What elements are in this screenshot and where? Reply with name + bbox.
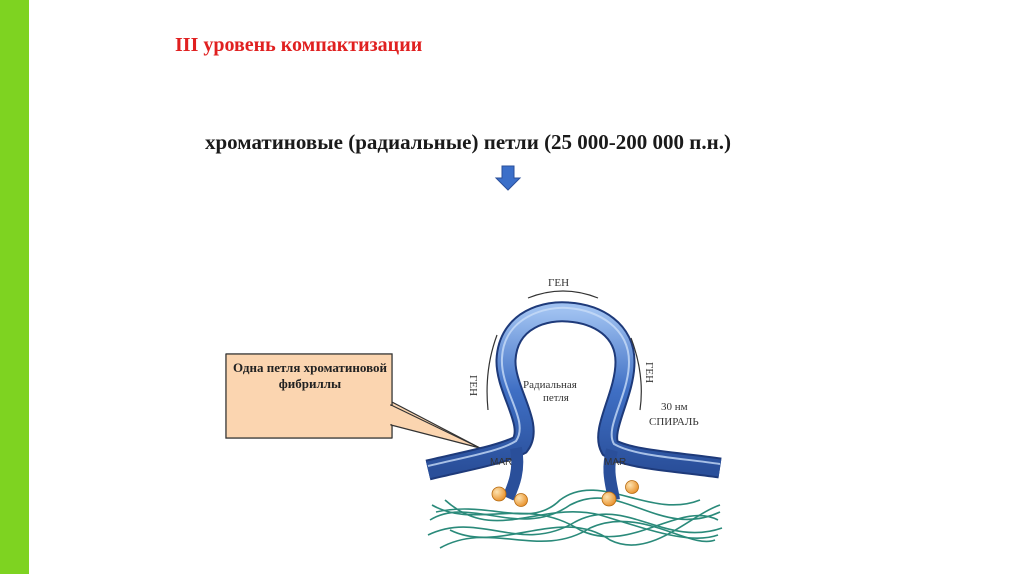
nuclear-matrix-network: [427, 489, 723, 549]
mar-segment-left: [502, 446, 524, 501]
protein-dot: [625, 480, 639, 494]
mar-label-left: MAR: [490, 457, 512, 468]
accent-bar: [0, 0, 29, 574]
loop-label-line1: Радиальная: [523, 379, 577, 391]
slide-subtitle: хроматиновые (радиальные) петли (25 000-…: [205, 130, 731, 154]
chromatin-fiber-highlight: [427, 306, 721, 467]
callout-pointer: [390, 404, 481, 449]
gene-bracket-right: [630, 337, 642, 411]
chromatin-fiber: [426, 303, 722, 479]
loop-label-line2: петля: [543, 392, 569, 404]
down-arrow-icon: [494, 165, 522, 191]
protein-dot: [601, 491, 617, 507]
callout-text: Одна петля хроматиновой фибриллы: [232, 360, 388, 391]
callout-rect: [225, 353, 393, 439]
mar-label-right: MAR: [604, 457, 626, 468]
spiral-label-line2: СПИРАЛЬ: [649, 416, 699, 428]
gene-bracket-top: [527, 290, 599, 299]
slide-title: III уровень компактизации: [175, 34, 423, 56]
gene-label-top: ГЕН: [548, 277, 569, 289]
gene-label-left: ГЕН: [467, 375, 479, 396]
protein-dot: [491, 486, 507, 502]
spiral-label-line1: 30 нм: [661, 401, 688, 413]
gene-bracket-left: [486, 334, 498, 411]
gene-label-right: ГЕН: [643, 362, 655, 383]
protein-dot: [514, 493, 528, 507]
